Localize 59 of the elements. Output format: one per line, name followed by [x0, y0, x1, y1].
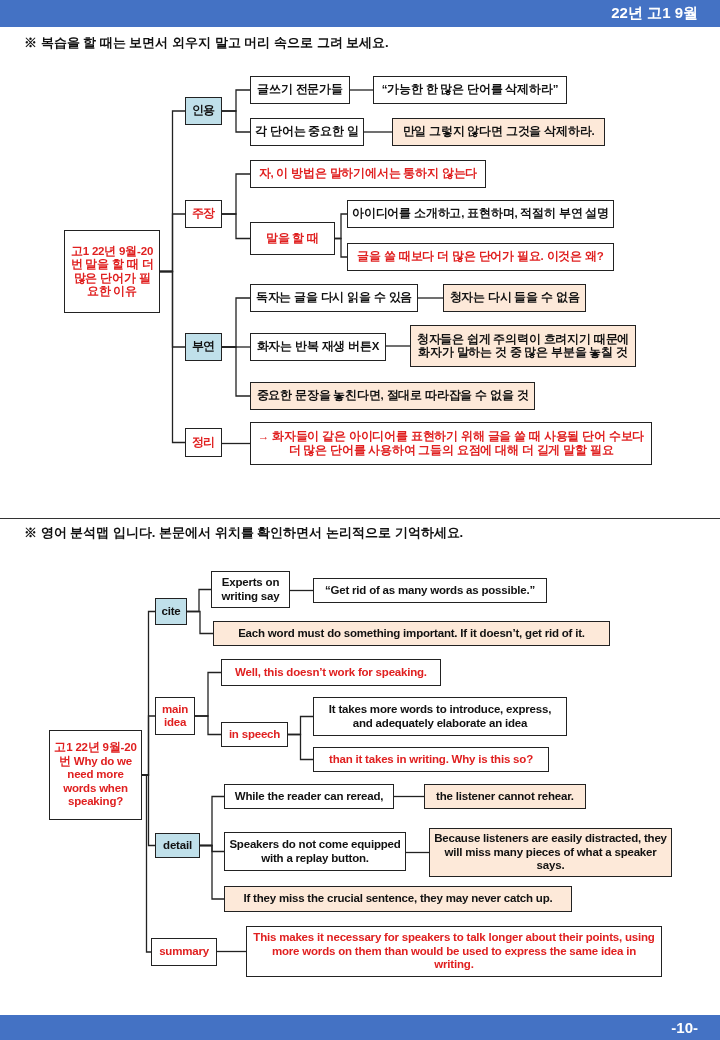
connector-line: [417, 297, 444, 299]
category-box: summary: [151, 938, 217, 966]
category-box: 정리: [185, 428, 222, 457]
text-box: the listener cannot rehear.: [424, 784, 586, 809]
text-box: 화자는 반복 재생 버튼X: [250, 333, 386, 361]
connector-line: [199, 844, 225, 900]
topic-box: 고1 22년 9월-20번 말을 할 때 더 많은 단어가 필요한 이유: [64, 230, 160, 313]
text-box: Because listeners are easily distracted, they will miss many pieces of what a speaker says.: [429, 828, 672, 877]
page-number: -10-: [671, 1019, 698, 1036]
text-box: It takes more words to introduce, express, and adequately elaborate an idea: [313, 697, 567, 736]
connector-line: [221, 213, 251, 240]
text-box: Experts on writing say: [211, 571, 290, 608]
connector-line: [363, 131, 393, 133]
text-box: While the reader can reread,: [224, 784, 394, 809]
category-box: 부연: [185, 333, 222, 361]
text-box: Well, this doesn’t work for speaking.: [221, 659, 441, 686]
text-box: 말을 할 때: [250, 222, 335, 255]
text-box: Each word must do something important. If it doesn’t, get rid of it.: [213, 621, 610, 646]
text-box: 독자는 글을 다시 읽을 수 있음: [250, 284, 418, 312]
text-box: in speech: [221, 722, 288, 747]
connector-line: [393, 795, 425, 798]
text-box: → 화자들이 같은 아이디어를 표현하기 위해 글을 쓸 때 사용될 단어 수보다 더 많은 단어를 사용하여 그들의 요점에 대해 더 길게 말할 필요: [250, 422, 652, 465]
text-box: 각 단어는 중요한 일: [250, 118, 364, 146]
connector-line: [349, 89, 374, 91]
connector-line: [221, 442, 251, 445]
connector-line: [216, 950, 247, 953]
text-box: 중요한 문장을 놓친다면, 절대로 따라잡을 수 없을 것: [250, 382, 535, 410]
text-box: If they miss the crucial sentence, they may never catch up.: [224, 886, 572, 912]
text-box: “Get rid of as many words as possible.”: [313, 578, 547, 603]
connector-line: [287, 733, 314, 761]
text-box: 청자는 다시 들을 수 없음: [443, 284, 586, 312]
connector-line: [385, 345, 411, 347]
connector-line: [221, 346, 251, 397]
connector-line: [405, 851, 430, 854]
text-box: 글쓰기 전문가들: [250, 76, 350, 104]
text-box: than it takes in writing. Why is this so?: [313, 747, 549, 772]
text-box: “가능한 한 많은 단어를 삭제하라”: [373, 76, 567, 104]
header-text: 22년 고1 9월: [611, 4, 698, 23]
connector-line: [159, 270, 186, 444]
category-box: 인용: [185, 97, 222, 125]
topic-box: 고1 22년 9월-20번 Why do we need more words when speaking?: [49, 730, 142, 820]
connector-line: [194, 715, 222, 736]
connector-line: [221, 110, 251, 133]
text-box: 만일 그렇지 않다면 그것을 삭제하라.: [392, 118, 605, 146]
connector-line: [186, 610, 214, 635]
category-box: detail: [155, 833, 200, 858]
text-box: 자, 이 방법은 말하기에서는 통하지 않는다: [250, 160, 486, 188]
connector-line: [334, 237, 348, 258]
text-box: This makes it necessary for speakers to talk longer about their points, using more words on them than would be used to express the same idea in writing.: [246, 926, 662, 977]
text-box: Speakers do not come equipped with a replay button.: [224, 832, 406, 871]
category-box: main idea: [155, 697, 195, 735]
text-box: 아이디어를 소개하고, 표현하며, 적절히 부연 설명: [347, 200, 614, 228]
text-box: 글을 쓸 때보다 더 많은 단어가 필요. 이것은 왜?: [347, 243, 614, 271]
instruction-text: ※ 복습을 할 때는 보면서 외우지 말고 머리 속으로 그려 보세요.: [24, 34, 389, 52]
category-box: 주장: [185, 200, 222, 228]
text-box: 청자들은 쉽게 주의력이 흐려지기 때문에 화자가 말하는 것 중 많은 부분을 놓칠 것: [410, 325, 636, 367]
connector-line: [289, 589, 314, 592]
category-box: cite: [155, 598, 187, 625]
instruction-text: ※ 영어 분석맵 입니다. 본문에서 위치를 확인하면서 논리적으로 기억하세요.: [24, 524, 464, 542]
